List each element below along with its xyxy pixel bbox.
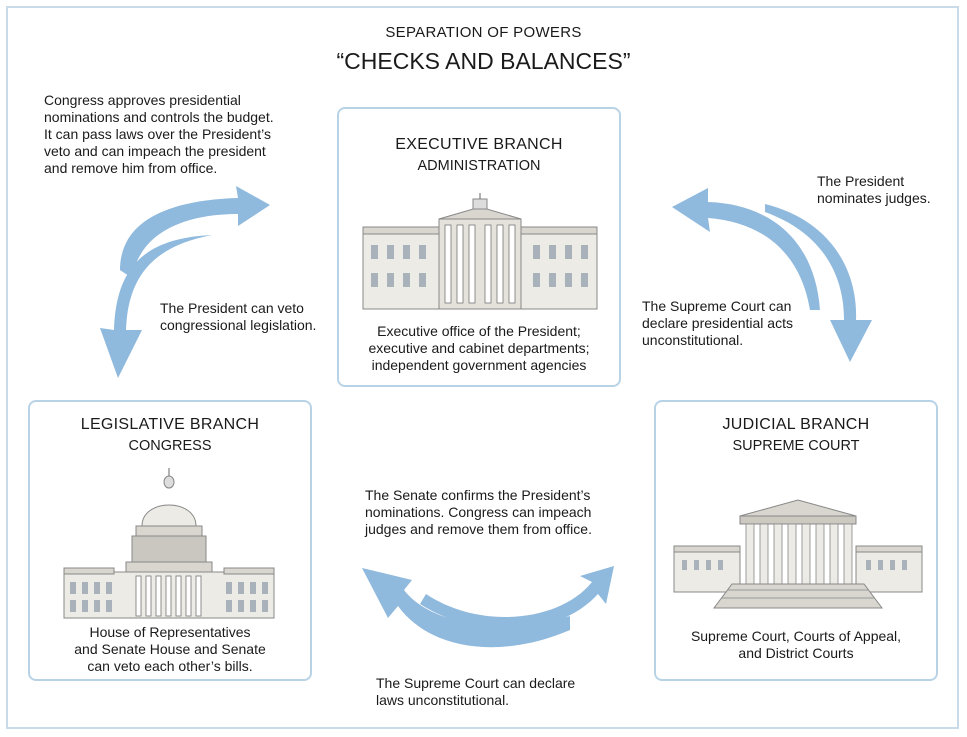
white-house-illustration [362,193,598,310]
curved-arrow-icon [765,204,872,362]
judicial-branch-box: JUDICIAL BRANCH SUPREME COURT Supreme Co… [654,400,938,681]
curved-arrow-icon [100,235,212,378]
supreme-court-illustration [673,499,923,609]
note-court-checks-laws: The Supreme Court can declare laws uncon… [376,675,576,708]
note-president-nominates: The President nominates judges. [817,173,931,206]
note-congress-checks-president: Congress approves presidential nominatio… [44,92,274,176]
executive-heading: EXECUTIVE BRANCH [395,136,563,153]
executive-branch-box: EXECUTIVE BRANCH ADMINISTRATION Executiv… [337,107,621,387]
executive-subheading: ADMINISTRATION [417,158,541,174]
curved-arrow-icon [672,188,820,310]
curved-arrow-icon [120,186,270,278]
legislative-description: House of Representatives and Senate Hous… [74,624,266,674]
legislative-heading: LEGISLATIVE BRANCH [80,416,260,433]
diagram-subtitle: SEPARATION OF POWERS [385,24,582,41]
note-court-checks-president: The Supreme Court can declare presidenti… [642,298,793,348]
diagram-title: “CHECKS AND BALANCES” [336,48,631,74]
curved-arrow-icon [362,568,570,648]
judicial-description: Supreme Court, Courts of Appeal, and Dis… [690,628,902,661]
judicial-subheading: SUPREME COURT [732,438,860,454]
capitol-illustration [63,468,275,619]
judicial-heading: JUDICIAL BRANCH [722,416,870,433]
legislative-branch-box: LEGISLATIVE BRANCH CONGRESS House of Rep… [28,400,312,681]
note-president-veto: The President can veto congressional leg… [160,300,317,333]
note-senate-confirms: The Senate confirms the President’s nomi… [365,487,592,537]
executive-description: Executive office of the President; execu… [368,323,590,373]
diagram-frame [6,6,959,729]
legislative-subheading: CONGRESS [128,438,212,454]
curved-arrow-icon [420,566,614,630]
